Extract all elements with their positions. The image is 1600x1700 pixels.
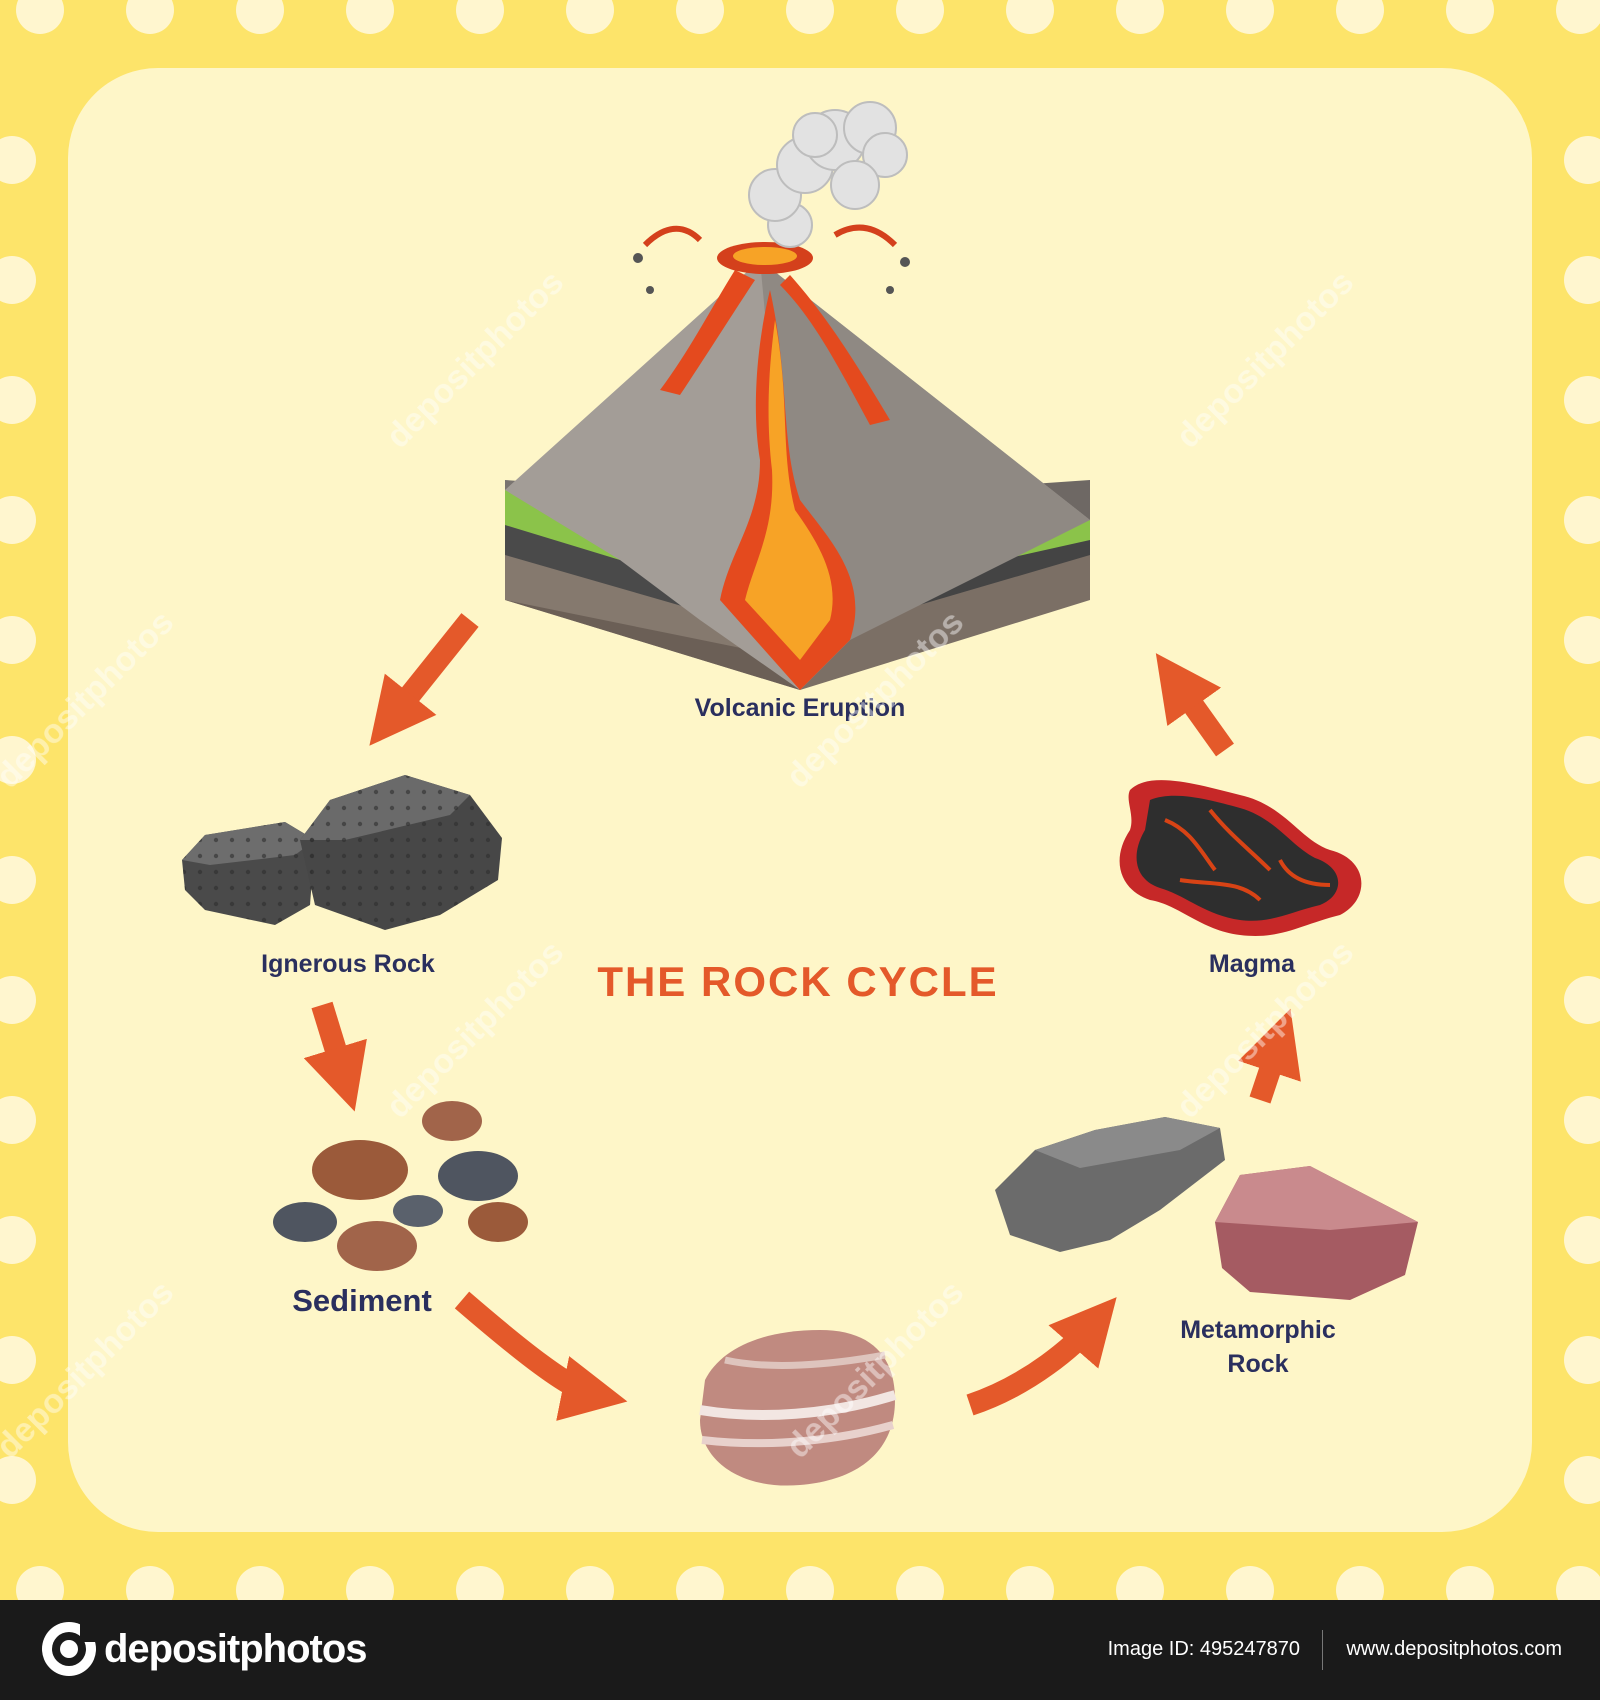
logo-icon: [42, 1622, 96, 1676]
diagram-canvas: Volcanic Eruption Ignerous Rock Magma Se…: [0, 0, 1600, 1600]
label-volcanic-eruption: Volcanic Eruption: [695, 694, 906, 722]
igneous-rock-icon: [182, 775, 502, 930]
arrow-sedimentary-to-metamorphic: [966, 1297, 1117, 1416]
magma-icon: [1119, 780, 1362, 936]
image-id: Image ID: 495247870: [1107, 1638, 1300, 1660]
footer-divider: [1322, 1630, 1323, 1670]
label-igneous-rock: Ignerous Rock: [261, 950, 435, 978]
footer-bar: depositphotos Image ID: 495247870 www.de…: [0, 1600, 1600, 1700]
sediment-icon: [273, 1101, 528, 1271]
border-decoration: [0, 0, 1600, 1600]
arrow-sediment-to-sedimentary: [454, 1291, 628, 1421]
label-magma: Magma: [1209, 950, 1296, 978]
arrow-volcano-to-igneous: [369, 613, 479, 746]
arrow-igneous-to-sediment: [303, 1001, 367, 1112]
label-sediment: Sediment: [292, 1283, 432, 1318]
label-metamorphic-line2: Rock: [1227, 1350, 1288, 1378]
site-link[interactable]: www.depositphotos.com: [1346, 1638, 1562, 1660]
logo-text: depositphotos: [104, 1626, 368, 1671]
sedimentary-rock-icon: [699, 1330, 897, 1486]
cycle-arrows: [303, 613, 1301, 1421]
volcano-icon: [505, 101, 1090, 690]
metamorphic-rock-icon: [995, 1117, 1418, 1300]
label-metamorphic-line1: Metamorphic: [1180, 1316, 1336, 1344]
depositphotos-logo[interactable]: depositphotos: [40, 1620, 368, 1678]
diagram-title: THE ROCK CYCLE: [597, 958, 998, 1005]
arrow-magma-to-volcano: [1155, 653, 1234, 757]
arrow-metamorphic-to-magma: [1238, 1008, 1301, 1104]
